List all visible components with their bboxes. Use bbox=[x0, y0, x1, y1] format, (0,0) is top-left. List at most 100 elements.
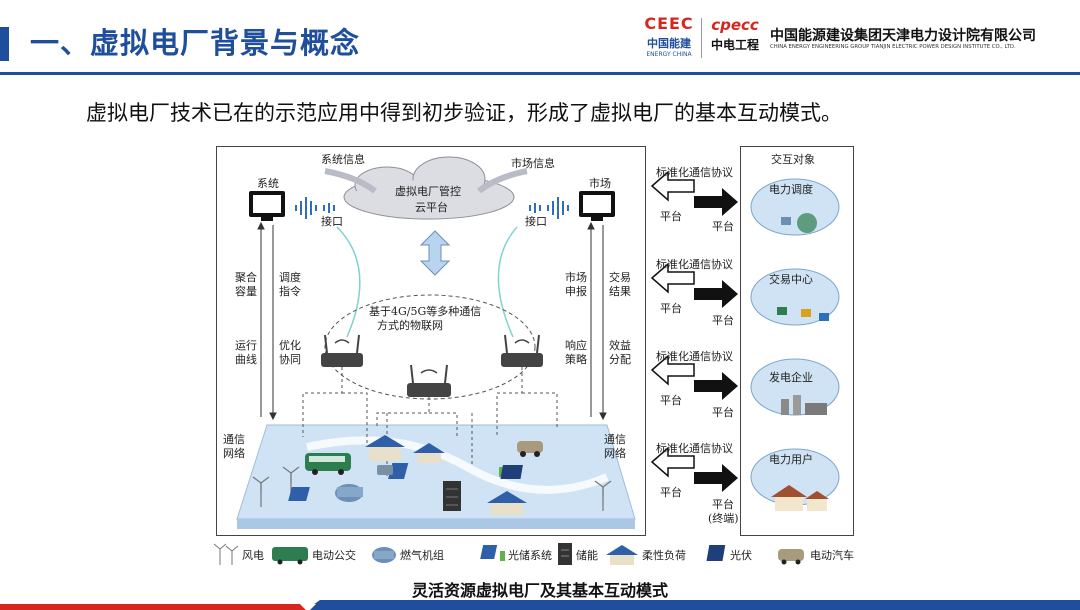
trade-result-label: 交易结果 bbox=[609, 271, 631, 298]
legend-wind-label: 风电 bbox=[242, 549, 264, 562]
interaction-header: 交互对象 bbox=[771, 153, 815, 166]
platform-right-4: 平台 bbox=[712, 498, 734, 511]
legend-ev-label: 电动汽车 bbox=[810, 549, 854, 562]
resource-ground-plate bbox=[236, 424, 636, 520]
logo-divider bbox=[701, 18, 702, 58]
benefit-allocation-label: 效益分配 bbox=[609, 339, 631, 366]
protocol-label-1: 标准化通信协议 bbox=[656, 166, 733, 179]
electric-vehicle-icon bbox=[517, 441, 543, 457]
platform-left-1: 平台 bbox=[660, 210, 682, 223]
rooftop-pv-house-icon bbox=[365, 435, 527, 515]
interaction-item-power-dispatch: 电力调度 bbox=[769, 183, 813, 196]
right-interface-link bbox=[497, 226, 518, 338]
market-info-arrow bbox=[477, 168, 528, 194]
cpecc-logo-mark: cpecc bbox=[711, 16, 759, 34]
interaction-objects-panel: 交互对象 电力调度 交易中心 发电企业 电力用户 bbox=[740, 146, 854, 536]
cloud-iot-double-arrow bbox=[419, 230, 451, 276]
router-left-icon bbox=[321, 334, 363, 367]
pv-panel-icon bbox=[500, 465, 523, 479]
platform-left-2: 平台 bbox=[660, 302, 682, 315]
left-vertical-arrows bbox=[257, 221, 277, 421]
legend-bus-icon bbox=[272, 547, 308, 565]
signal-wave-left-icon bbox=[295, 197, 335, 219]
platform-right-2: 平台 bbox=[712, 314, 734, 327]
cpecc-logo-cn: 中电工程 bbox=[710, 38, 759, 52]
aggregate-capacity-label: 聚合容量 bbox=[235, 271, 257, 298]
comm-network-left-label: 通信网络 bbox=[223, 433, 245, 460]
protocol-label-4: 标准化通信协议 bbox=[656, 442, 733, 455]
protocol-arrows-row-2 bbox=[650, 262, 738, 308]
comm-network-right-label: 通信网络 bbox=[604, 433, 626, 460]
interaction-item-power-plant: 发电企业 bbox=[769, 371, 813, 384]
flexible-load-icon bbox=[377, 443, 445, 475]
protocol-label-3: 标准化通信协议 bbox=[656, 350, 733, 363]
iot-label-line2: 方式的物联网 bbox=[377, 319, 443, 332]
legend-icons bbox=[213, 543, 804, 565]
legend-bus-label: 电动公交 bbox=[312, 549, 356, 562]
market-monitor-icon bbox=[579, 191, 615, 221]
legend-wind-icon bbox=[213, 543, 239, 565]
org-name-cn: 中国能源建设集团天津电力设计院有限公司 bbox=[770, 28, 1036, 44]
signal-wave-right-icon bbox=[529, 197, 569, 219]
interface-right-label: 接口 bbox=[525, 215, 547, 228]
ceec-logo-en: ENERGY CHINA bbox=[646, 51, 692, 58]
ceec-logo-mark: CEEC bbox=[644, 14, 694, 33]
ground-road bbox=[306, 436, 609, 494]
protocol-arrows-row-4 bbox=[650, 446, 738, 492]
legend-flex-load-label: 柔性负荷 bbox=[642, 549, 686, 562]
legend-pv-icon bbox=[706, 545, 726, 561]
iot-label-line1: 基于4G/5G等多种通信 bbox=[369, 305, 482, 318]
system-info-arrow bbox=[324, 168, 377, 194]
resource-legend: 风电 电动公交 燃气机组 光储系统 储能 柔性负荷 光伏 电动汽车 bbox=[212, 541, 912, 567]
legend-storage-icon bbox=[558, 543, 572, 565]
platform-right-3: 平台 bbox=[712, 406, 734, 419]
legend-ev-icon bbox=[778, 549, 804, 565]
interaction-bubbles bbox=[750, 178, 840, 511]
cloud-label-line2: 云平台 bbox=[415, 201, 448, 214]
legend-pv-label: 光伏 bbox=[730, 549, 752, 562]
diagram-graphics bbox=[236, 156, 636, 529]
interaction-item-power-user: 电力用户 bbox=[769, 453, 813, 466]
org-name-en: CHINA ENERGY ENGINEERING GROUP TIANJIN E… bbox=[770, 44, 1016, 50]
left-interface-link bbox=[336, 226, 361, 338]
protocol-arrows-row-1 bbox=[650, 170, 738, 216]
legend-flex-load-icon bbox=[606, 545, 638, 565]
trading-center-bubble bbox=[750, 268, 840, 326]
cloud-label-line1: 虚拟电厂管控 bbox=[395, 185, 461, 198]
router-right-icon bbox=[501, 334, 543, 367]
iot-network-ellipse bbox=[324, 294, 536, 400]
vpp-diagram: 系统信息 市场信息 虚拟电厂管控 云平台 系统 市场 接口 接口 基于4G/5G… bbox=[216, 146, 646, 536]
market-label: 市场 bbox=[589, 177, 611, 190]
optimize-coordinate-label: 优化协同 bbox=[279, 339, 301, 366]
system-label: 系统 bbox=[257, 177, 279, 190]
interaction-item-trading-center: 交易中心 bbox=[769, 273, 813, 286]
header-rule bbox=[0, 72, 1080, 75]
protocol-column: 标准化通信协议 平台 平台 标准化通信协议 平台 平台 标准化通信协议 平台 平… bbox=[650, 150, 740, 540]
dispatch-command-label: 调度指令 bbox=[279, 271, 301, 298]
legend-solar-storage-label: 光储系统 bbox=[508, 549, 552, 562]
platform-left-3: 平台 bbox=[660, 394, 682, 407]
legend-solar-storage-icon bbox=[480, 545, 505, 561]
ceec-logo: CEEC 中国能建 ENERGY CHINA bbox=[640, 14, 698, 64]
power-user-bubble bbox=[750, 448, 840, 511]
title-accent-bar bbox=[0, 27, 9, 61]
figure-caption: 灵活资源虚拟电厂及其基本互动模式 bbox=[411, 581, 668, 600]
ground-plate-edge bbox=[237, 519, 635, 529]
interface-left-label: 接口 bbox=[321, 215, 343, 228]
terminal-label: (终端) bbox=[708, 512, 739, 525]
slide-subtitle: 虚拟电厂技术已在的示范应用中得到初步验证，形成了虚拟电厂的基本互动模式。 bbox=[86, 101, 842, 125]
battery-storage-icon bbox=[443, 481, 461, 511]
platform-left-4: 平台 bbox=[660, 486, 682, 499]
protocol-label-2: 标准化通信协议 bbox=[656, 258, 733, 271]
cpecc-logo: cpecc 中电工程 bbox=[705, 16, 765, 60]
legend-storage-label: 储能 bbox=[576, 549, 598, 562]
system-monitor-icon bbox=[249, 191, 285, 221]
ceec-logo-cn: 中国能建 bbox=[647, 37, 691, 50]
bottom-decor-bar bbox=[0, 600, 1080, 610]
market-info-label: 市场信息 bbox=[511, 157, 555, 170]
power-plant-bubble bbox=[750, 358, 840, 416]
protocol-arrows bbox=[650, 170, 738, 492]
market-declare-label: 市场申报 bbox=[565, 271, 587, 298]
operation-curve-label: 运行曲线 bbox=[235, 339, 257, 366]
legend-gas-label: 燃气机组 bbox=[400, 549, 444, 562]
